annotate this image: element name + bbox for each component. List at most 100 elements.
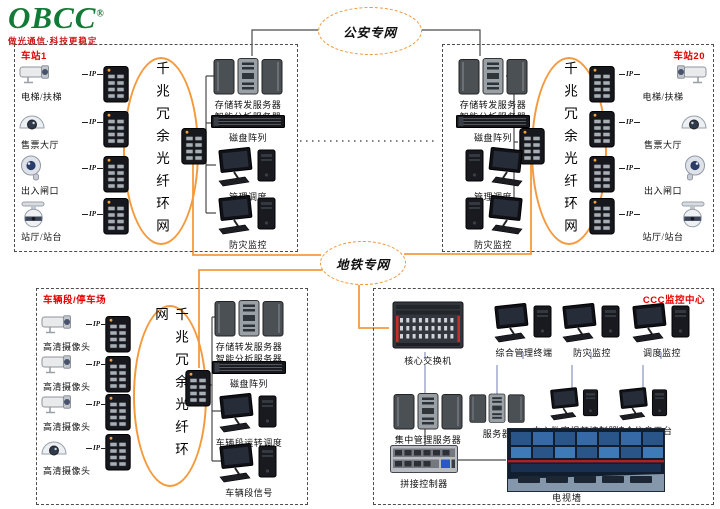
core-switch-icon — [392, 299, 464, 351]
camera-label: 高清摄像头 — [43, 422, 91, 432]
video-wall-image — [507, 428, 665, 492]
access-switch-icon — [105, 393, 131, 431]
disk-array-icon — [212, 361, 286, 374]
ip-link-label: IP — [86, 320, 107, 328]
ip-link-label: IP — [619, 210, 640, 218]
dome-camera-icon — [41, 439, 67, 457]
ip-link-label: IP — [82, 164, 103, 172]
ip-text: IP — [93, 400, 100, 408]
workstation-icon — [462, 195, 524, 235]
device-label: 磁盘阵列 — [229, 379, 268, 389]
fiber-ring-label: 千兆冗余光纤环网 — [562, 61, 577, 241]
camera-unit: IP 售票大厅 — [19, 109, 103, 151]
ip-text: IP — [626, 118, 633, 126]
bullet-camera-icon — [673, 62, 707, 86]
aggregation-switch-icon — [181, 127, 207, 165]
disk-array-icon — [456, 115, 530, 128]
access-switch-icon — [589, 110, 615, 148]
station1-title: 车站1 — [21, 51, 47, 62]
server-stack-sm-icon — [469, 392, 525, 424]
camera-unit: IP 站厅/站台 — [19, 201, 103, 243]
police-network-label: 公安专网 — [342, 25, 397, 40]
metro-network-label: 地铁专网 — [335, 257, 390, 272]
workstation-icon — [462, 147, 524, 187]
access-switch-icon — [589, 155, 615, 193]
workstation-icon — [561, 303, 623, 343]
camera-label: 售票大厅 — [21, 140, 60, 150]
camera-row: IP — [19, 61, 103, 87]
device-label: 防灾监控 — [473, 240, 512, 250]
camera-row: IP — [41, 311, 107, 337]
camera-unit: IP 电梯/扶梯 — [619, 61, 707, 103]
device-label: 智能分析服务器 — [215, 353, 283, 364]
logo-slogan: 做光通信·科技更稳定 — [8, 36, 98, 46]
fiber-ring-label: 千兆冗余光纤环网 — [154, 61, 169, 241]
camera-label: 电梯/扶梯 — [21, 92, 63, 102]
ip-link-label: IP — [86, 360, 107, 368]
access-switch-icon — [103, 65, 129, 103]
ip-text: IP — [626, 210, 633, 218]
device-label: 拼接控制器 — [400, 479, 448, 489]
device-unit: 服务器 — [460, 392, 534, 441]
ip-text: IP — [93, 320, 100, 328]
ip-text: IP — [89, 70, 96, 78]
ip-link-label: IP — [619, 118, 640, 126]
device-unit: 防灾监控 — [449, 195, 537, 252]
device-unit: 拼接控制器 — [382, 444, 466, 491]
metro-network-cloud: 地铁专网 — [320, 241, 406, 285]
server-stack-icon — [393, 392, 463, 430]
camera-label: 售票大厅 — [643, 140, 682, 150]
device-label: 存储转发服务器 — [215, 342, 283, 352]
ip-link-label: IP — [86, 444, 107, 452]
device-label: 调度监控 — [642, 348, 681, 358]
camera-unit: IP 高清摄像头 — [41, 311, 107, 353]
ccc-center-box: CCC监控中心 核心交换机综合管理终端防灾监控调度监控集中管理服务器服务器中心数… — [373, 288, 714, 505]
station20-title: 车站20 — [673, 51, 705, 62]
server-stack-icon — [213, 57, 283, 95]
camera-row: IP — [41, 391, 107, 417]
workstation-sm-icon — [549, 387, 601, 421]
disk-array-icon — [211, 115, 285, 128]
access-switch-icon — [103, 155, 129, 193]
access-switch-icon — [105, 355, 131, 393]
device-label: 磁盘阵列 — [228, 133, 267, 143]
logo: OBCC® 做光通信·科技更稳定 — [8, 2, 105, 47]
device-unit: 综合信息平台 — [604, 387, 684, 438]
ip-text: IP — [93, 444, 100, 452]
camera-row: IP — [19, 109, 103, 135]
device-unit: 集中管理服务器 — [382, 392, 474, 447]
ip-text: IP — [626, 70, 633, 78]
workstation-icon — [218, 393, 280, 433]
camera-unit: IP 高清摄像头 — [41, 391, 107, 433]
ip-link-label: IP — [619, 70, 640, 78]
ip-text: IP — [93, 360, 100, 368]
depot-title: 车辆段/停车场 — [43, 295, 107, 306]
ip-link-label: IP — [86, 400, 107, 408]
camera-row: IP — [619, 201, 707, 227]
bullet-camera-icon — [41, 312, 75, 336]
camera-label: 站厅/站台 — [21, 232, 63, 242]
workstation-sm-icon — [618, 387, 670, 421]
device-unit: 综合管理终端 — [474, 303, 574, 360]
device-label: 防灾监控 — [572, 348, 611, 358]
workstation-icon — [631, 303, 693, 343]
ip-link-label: IP — [82, 210, 103, 218]
camera-label: 出入闸口 — [643, 186, 682, 196]
device-unit: 核心交换机 — [376, 299, 480, 368]
device-unit: 磁盘阵列 — [449, 115, 537, 145]
camera-label: 高清摄像头 — [43, 342, 91, 352]
camera-row: IP — [619, 109, 707, 135]
police-network-cloud: 公安专网 — [318, 7, 422, 55]
camera-label: 电梯/扶梯 — [642, 92, 684, 102]
camera-row: IP — [619, 155, 707, 181]
workstation-icon — [493, 303, 555, 343]
camera-row: IP — [19, 201, 103, 227]
ip-text: IP — [626, 164, 633, 172]
ip-link-label: IP — [619, 164, 640, 172]
logo-text: OBCC® — [8, 2, 105, 33]
registered-mark: ® — [96, 8, 105, 20]
